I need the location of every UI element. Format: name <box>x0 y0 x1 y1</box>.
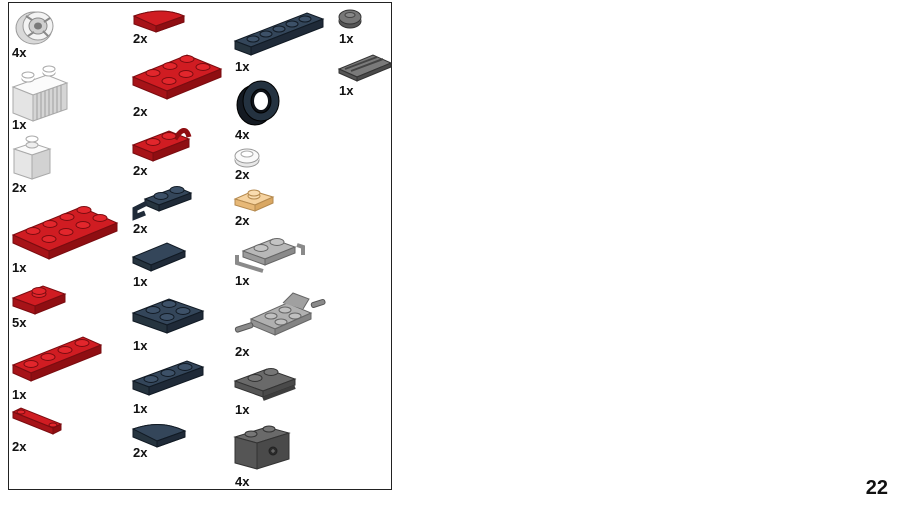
technic-brick-dark-gray-icon <box>233 421 293 473</box>
tire-black-icon <box>233 77 283 127</box>
part-quantity: 2x <box>133 104 148 119</box>
wheel-hub-white-icon <box>12 6 56 46</box>
tile-1x2-dark-blue-icon <box>131 239 187 273</box>
part-quantity: 1x <box>235 402 250 417</box>
plate-2x2-dark-blue-icon <box>131 291 205 339</box>
part-quantity: 2x <box>235 344 250 359</box>
part-quantity: 2x <box>133 221 148 236</box>
brick-1x1-white-icon <box>12 135 52 181</box>
round-plate-clear-icon <box>233 146 261 170</box>
curved-slope-red-icon <box>132 6 186 34</box>
plate-clip-dark-blue-icon <box>131 179 193 223</box>
part-quantity: 4x <box>235 127 250 142</box>
part-quantity: 5x <box>12 315 27 330</box>
plate-2x4-red-icon <box>11 199 119 263</box>
part-quantity: 2x <box>235 167 250 182</box>
part-quantity: 4x <box>235 474 250 489</box>
grille-tile-dark-gray-icon <box>337 49 393 83</box>
plate-clip-red-icon <box>131 121 192 165</box>
jumper-plate-red-icon <box>11 280 67 318</box>
plate-handle-dark-gray-icon <box>233 361 297 403</box>
part-quantity: 4x <box>12 45 27 60</box>
part-quantity: 1x <box>235 273 250 288</box>
part-quantity: 2x <box>133 445 148 460</box>
part-quantity: 2x <box>235 213 250 228</box>
part-quantity: 1x <box>133 401 148 416</box>
part-quantity: 1x <box>339 31 354 46</box>
part-quantity: 1x <box>235 59 250 74</box>
round-tile-dark-gray-icon <box>337 7 363 31</box>
part-quantity: 1x <box>12 260 27 275</box>
grille-brick-white-icon <box>11 65 69 123</box>
plate-1x6-dark-blue-icon <box>233 7 325 59</box>
curved-slope-dark-blue-icon <box>131 419 187 449</box>
plate-handles-light-gray-icon <box>233 231 305 273</box>
plate-2x2-tan-icon <box>233 185 275 215</box>
plate-1x3-dark-blue-icon <box>131 355 205 399</box>
part-quantity: 2x <box>133 31 148 46</box>
part-quantity: 1x <box>133 338 148 353</box>
part-quantity: 2x <box>12 180 27 195</box>
part-quantity: 1x <box>12 117 27 132</box>
wheel-holder-light-gray-icon <box>233 289 326 345</box>
part-quantity: 2x <box>133 163 148 178</box>
parts-list-box: 4x 1x <box>8 2 393 490</box>
plate-2x3-red-icon <box>131 47 223 103</box>
part-quantity: 2x <box>12 439 27 454</box>
part-quantity: 1x <box>12 387 27 402</box>
plate-1x4-red-icon <box>11 329 103 385</box>
part-quantity: 1x <box>133 274 148 289</box>
part-quantity: 1x <box>339 83 354 98</box>
page-number: 22 <box>865 477 888 499</box>
bar-holder-red-icon <box>11 404 63 436</box>
